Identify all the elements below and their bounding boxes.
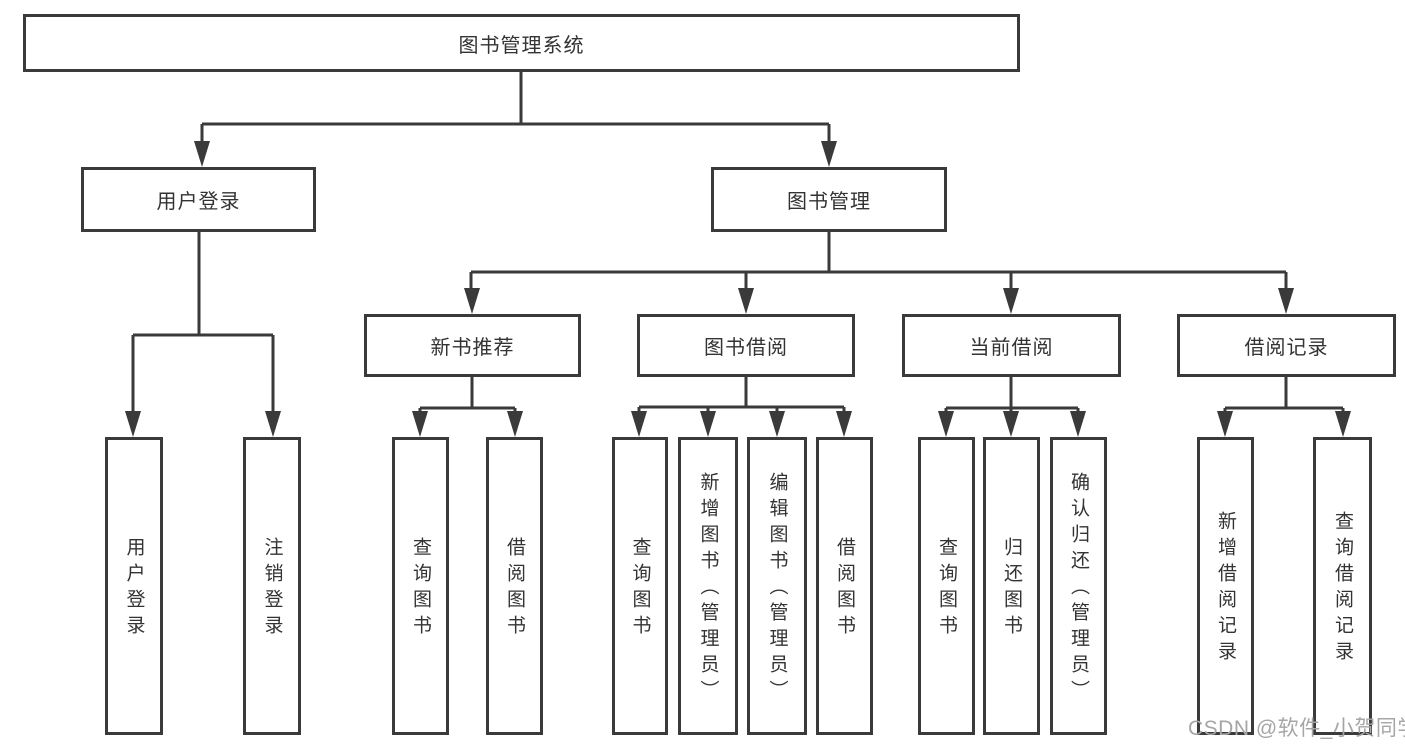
leaf-user-login: 用户登录: [105, 437, 163, 735]
leaf-label: 查询图书: [410, 537, 431, 641]
leaf-borrow-books-2: 借阅图书: [816, 437, 873, 735]
leaf-query-borrow-record: 查询借阅记录: [1313, 437, 1372, 735]
leaf-query-books-2: 查询图书: [612, 437, 668, 735]
leaf-borrow-books-1: 借阅图书: [486, 437, 543, 735]
leaf-query-books-1: 查询图书: [392, 437, 449, 735]
leaf-label: 借阅图书: [834, 537, 855, 641]
node-label: 图书管理系统: [458, 34, 585, 57]
leaf-label: 编辑图书（管理员）: [766, 472, 788, 706]
node-book-management: 图书管理: [711, 167, 947, 232]
leaf-add-borrow-record: 新增借阅记录: [1197, 437, 1254, 735]
leaf-confirm-return-admin: 确认归还（管理员）: [1050, 437, 1107, 735]
leaf-label: 注销登录: [261, 537, 283, 641]
leaf-logout: 注销登录: [243, 437, 301, 735]
csdn-watermark: CSDN @软件_小贺同学: [1188, 717, 1405, 740]
leaf-query-books-3: 查询图书: [918, 437, 975, 735]
leaf-label: 归还图书: [1001, 537, 1022, 641]
leaf-label: 查询图书: [936, 537, 957, 641]
node-book-borrow: 图书借阅: [637, 314, 855, 377]
leaf-edit-book-admin: 编辑图书（管理员）: [747, 437, 807, 735]
leaf-label: 查询图书: [629, 537, 651, 641]
leaf-return-books: 归还图书: [983, 437, 1040, 735]
leaf-label: 借阅图书: [504, 537, 525, 641]
node-label: 用户登录: [156, 191, 241, 213]
node-label: 图书借阅: [704, 337, 788, 359]
node-current-borrow: 当前借阅: [902, 314, 1121, 377]
node-label: 借阅记录: [1244, 337, 1329, 359]
node-label: 新书推荐: [430, 337, 515, 359]
leaf-label: 用户登录: [123, 537, 145, 641]
leaf-label: 查询借阅记录: [1332, 511, 1353, 667]
leaf-add-book-admin: 新增图书（管理员）: [678, 437, 738, 735]
leaf-label: 新增图书（管理员）: [697, 472, 719, 706]
node-label: 图书管理: [787, 191, 871, 213]
node-borrow-record: 借阅记录: [1177, 314, 1396, 377]
node-user-login: 用户登录: [81, 167, 316, 232]
node-new-book-recommend: 新书推荐: [364, 314, 581, 377]
leaf-label: 确认归还（管理员）: [1068, 472, 1089, 706]
leaf-label: 新增借阅记录: [1215, 511, 1236, 667]
node-label: 当前借阅: [969, 337, 1054, 359]
node-root-library-system: 图书管理系统: [23, 14, 1020, 72]
